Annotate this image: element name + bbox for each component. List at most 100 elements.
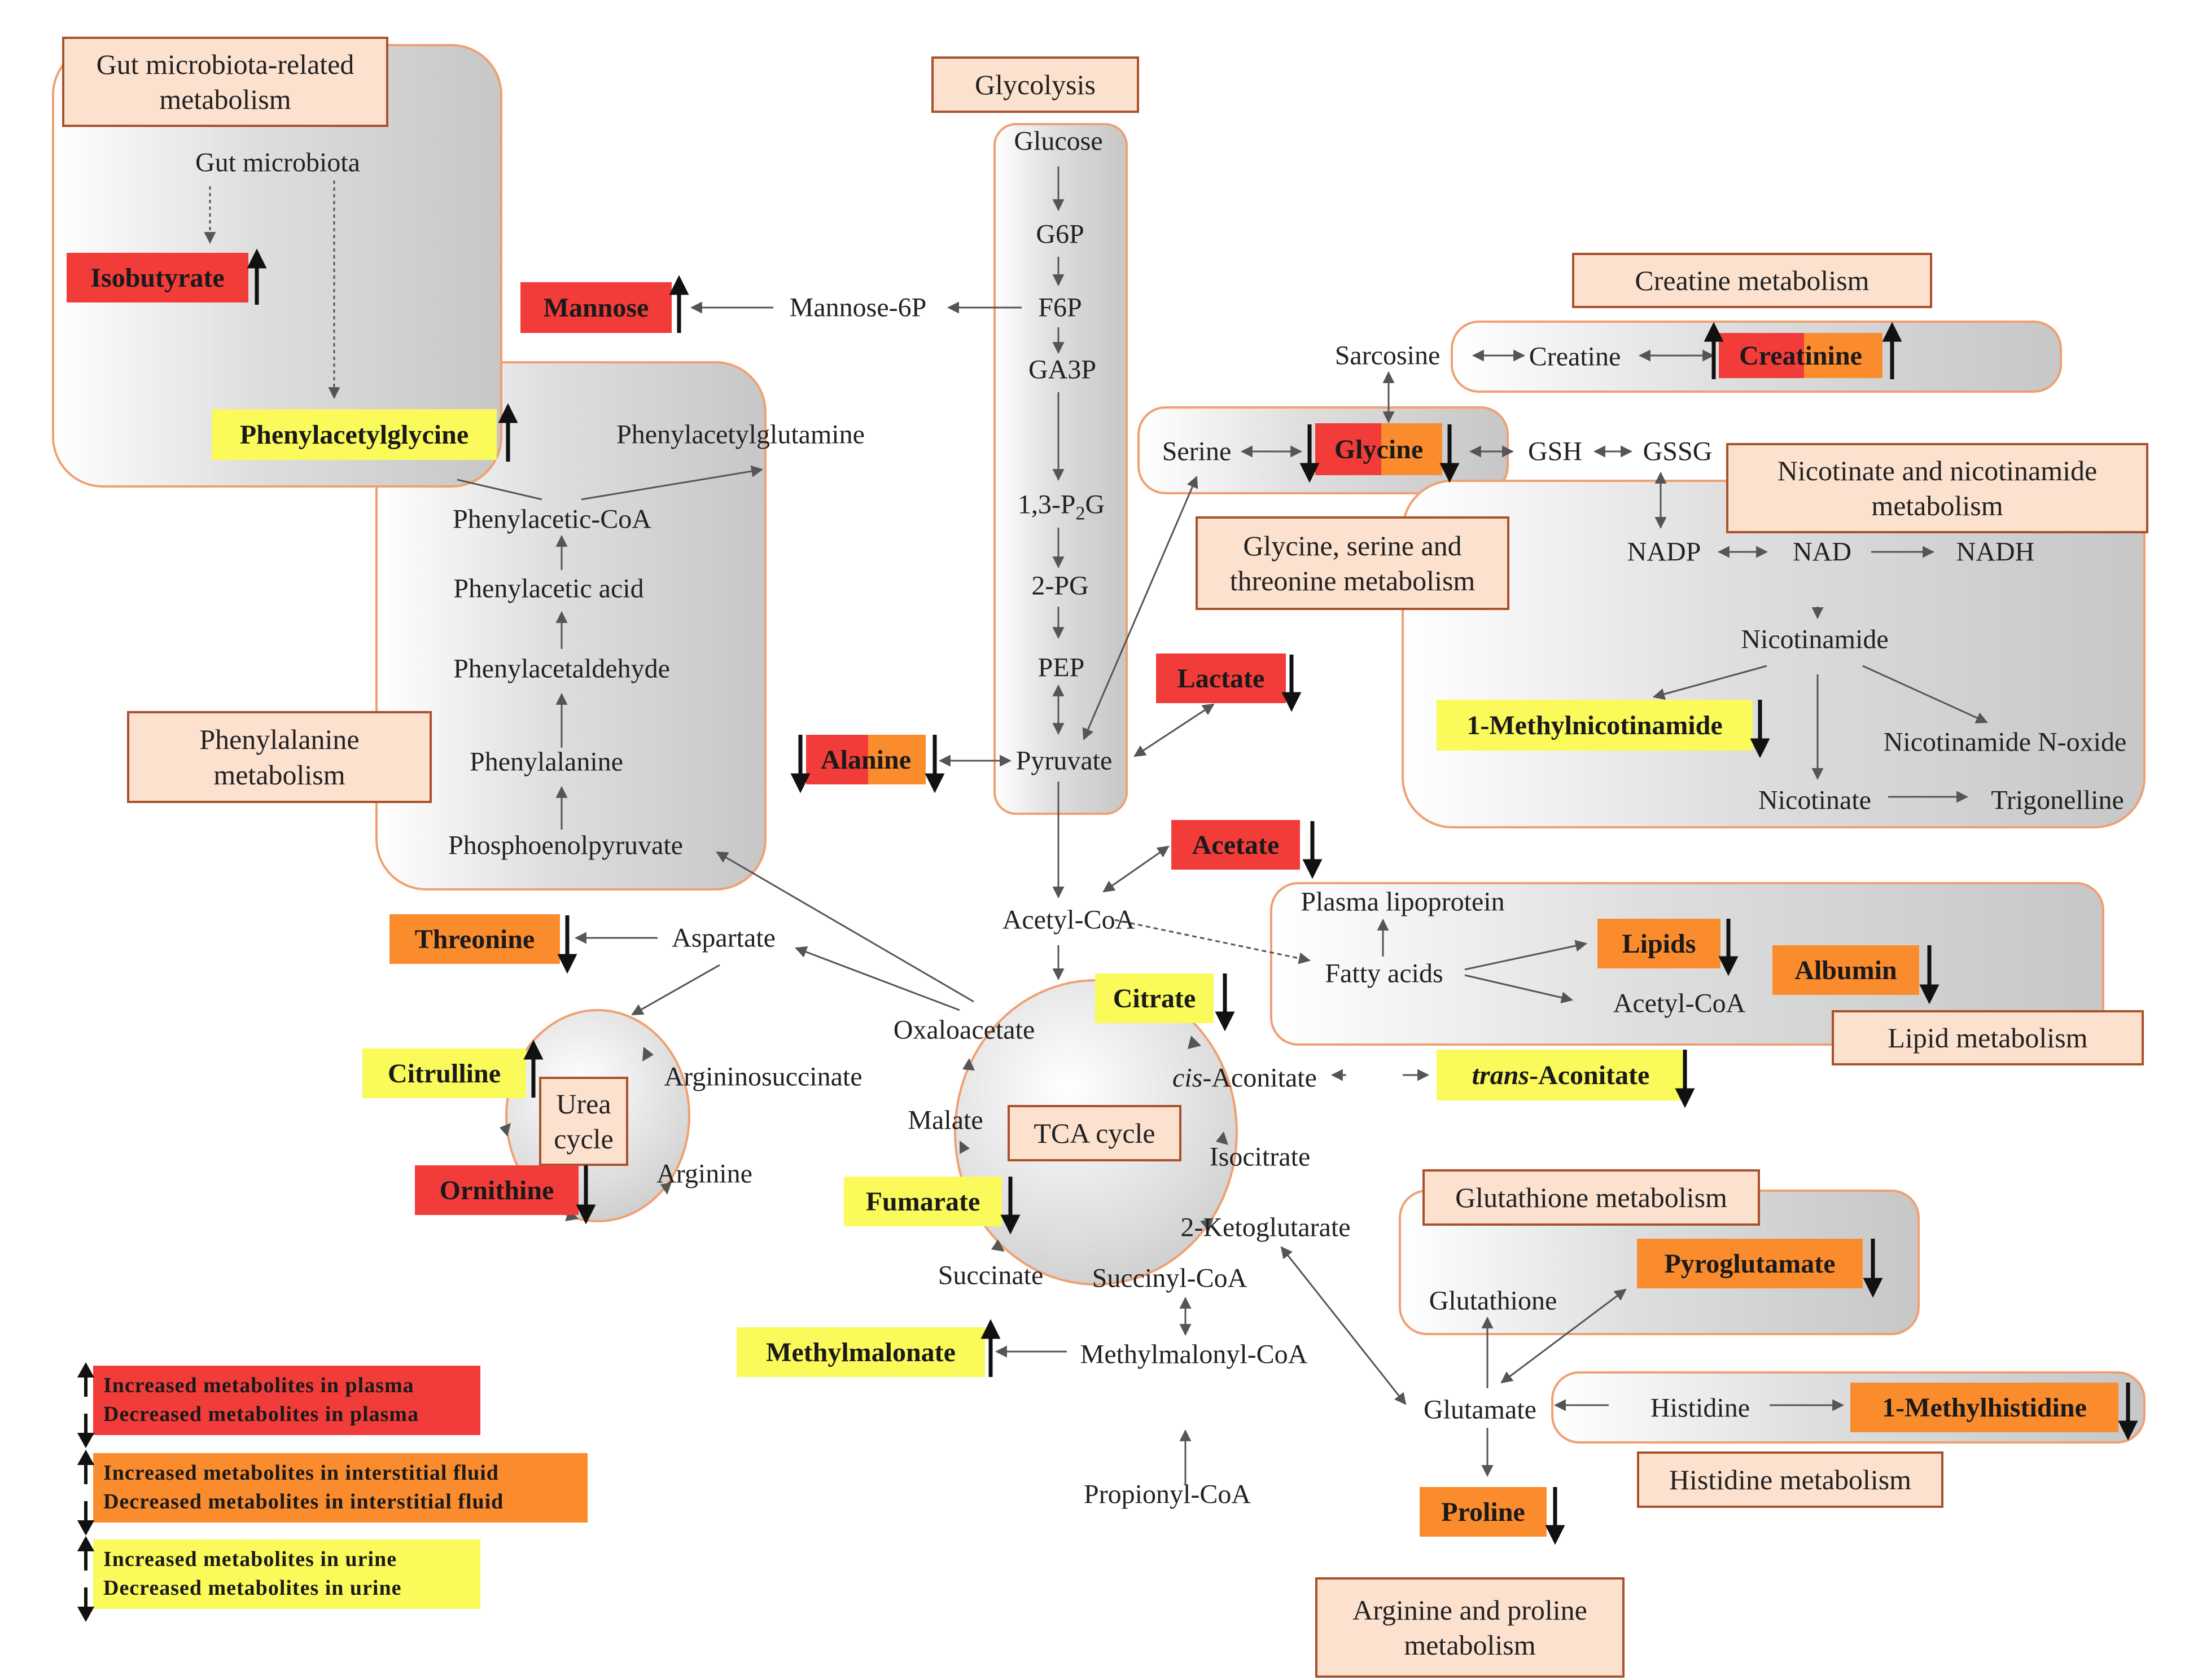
node-nicotinamide: Nicotinamide <box>1741 624 1889 655</box>
metabolite-mannose: Mannose <box>520 282 672 333</box>
glycine-part-a: Gly <box>1334 434 1377 464</box>
node-serine: Serine <box>1162 436 1232 467</box>
node-g6p: G6P <box>1036 219 1084 249</box>
node-phenylacetic-coa: Phenylacetic-CoA <box>453 504 651 534</box>
arginine-proline-header: Arginine and proline metabolism <box>1315 1577 1625 1678</box>
p2g-suffix: G <box>1085 489 1105 520</box>
node-2-ketoglutarate: 2-Ketoglutarate <box>1180 1212 1351 1243</box>
node-sarcosine: Sarcosine <box>1334 340 1441 371</box>
legend-plasma: Increased metabolites in plasma Decrease… <box>93 1366 480 1435</box>
node-fatty-acids: Fatty acids <box>1325 958 1443 989</box>
legend-interstitial-increased: Increased metabolites in interstitial fl… <box>103 1461 499 1485</box>
legend-plasma-increased: Increased metabolites in plasma <box>103 1374 414 1397</box>
node-nicotinamide-n-oxide: Nicotinamide N-oxide <box>1883 727 2127 757</box>
node-succinyl-coa: Succinyl-CoA <box>1092 1263 1247 1293</box>
node-nad: NAD <box>1793 537 1851 567</box>
node-trigonelline: Trigonelline <box>1991 785 2124 815</box>
node-f6p: F6P <box>1038 292 1082 323</box>
node-nicotinate: Nicotinate <box>1758 785 1871 815</box>
glycine-serine-threonine-header: Glycine, serine and threonine metabolism <box>1196 516 1509 610</box>
metabolite-lactate: Lactate <box>1156 653 1286 703</box>
node-isocitrate: Isocitrate <box>1209 1142 1311 1172</box>
node-phenylacetaldehyde: Phenylacetaldehyde <box>453 653 670 684</box>
node-cis-aconitate: cis-Aconitate <box>1172 1063 1317 1094</box>
node-mannose-6p: Mannose-6P <box>789 292 927 323</box>
alanine-part-b: nine <box>861 744 912 775</box>
node-propionyl-coa: Propionyl-CoA <box>1083 1479 1251 1510</box>
legend-plasma-decreased: Decreased metabolites in plasma <box>103 1402 419 1427</box>
alanine-part-a: Ala <box>820 744 861 775</box>
p2g-prefix: 1,3-P <box>1017 489 1076 520</box>
cis-suffix: -Aconitate <box>1202 1063 1317 1093</box>
node-aspartate: Aspartate <box>672 923 776 953</box>
node-phenylacetic-acid: Phenylacetic acid <box>453 573 644 604</box>
node-phosphoenolpyruvate: Phosphoenolpyruvate <box>448 830 683 861</box>
node-glucose: Glucose <box>1014 126 1103 156</box>
metabolite-1-methylnicotinamide: 1-Methylnicotinamide <box>1437 700 1753 751</box>
metabolite-threonine: Threonine <box>389 914 560 964</box>
node-glutamate: Glutamate <box>1424 1394 1536 1425</box>
metabolite-lipids: Lipids <box>1597 919 1720 968</box>
node-malate: Malate <box>908 1105 983 1135</box>
node-nadp: NADP <box>1627 537 1701 567</box>
phenylalanine-metabolism-header: Phenylalanine metabolism <box>127 711 432 803</box>
metabolite-acetate: Acetate <box>1171 820 1300 870</box>
node-acetyl-coa-lipid: Acetyl-CoA <box>1613 988 1746 1019</box>
metabolite-fumarate: Fumarate <box>844 1177 1002 1226</box>
nicotinate-panel <box>1402 480 2146 828</box>
urea-cycle-label: Urea cycle <box>539 1077 628 1166</box>
legend-urine-increased: Increased metabolites in urine <box>103 1547 397 1571</box>
node-acetyl-coa: Acetyl-CoA <box>1002 905 1135 935</box>
metabolite-isobutyrate: Isobutyrate <box>67 253 248 302</box>
legend-urine: Increased metabolites in urine Decreased… <box>93 1539 480 1609</box>
metabolite-albumin: Albumin <box>1772 945 1919 995</box>
creatinine-part-b: inine <box>1805 340 1862 371</box>
creatine-metabolism-header: Creatine metabolism <box>1572 253 1932 308</box>
node-succinate: Succinate <box>938 1260 1044 1291</box>
node-nadh: NADH <box>1956 537 2035 567</box>
node-gut-microbiota: Gut microbiota <box>195 147 360 178</box>
gut-microbiota-header: Gut microbiota-related metabolism <box>62 37 388 127</box>
legend-interstitial-decreased: Decreased metabolites in interstitial fl… <box>103 1490 504 1514</box>
cis-prefix: cis <box>1172 1063 1203 1093</box>
node-arginine: Arginine <box>656 1159 752 1189</box>
lipid-metabolism-header: Lipid metabolism <box>1832 1010 2144 1065</box>
p2g-subscript: 2 <box>1075 503 1085 524</box>
trans-prefix: trans <box>1472 1060 1530 1090</box>
metabolite-ornithine: Ornithine <box>415 1165 579 1215</box>
metabolite-pyroglutamate: Pyroglutamate <box>1637 1239 1863 1288</box>
histidine-metabolism-header: Histidine metabolism <box>1637 1451 1943 1508</box>
node-1-3-p2g: 1,3-P2G <box>1018 489 1105 525</box>
node-oxaloacetate: Oxaloacetate <box>893 1015 1035 1045</box>
node-ga3p: GA3P <box>1028 354 1097 385</box>
node-gssg: GSSG <box>1643 436 1713 467</box>
legend-urine-decreased: Decreased metabolites in urine <box>103 1576 402 1600</box>
legend-interstitial: Increased metabolites in interstitial fl… <box>93 1453 588 1523</box>
node-methylmalonyl-coa: Methylmalonyl-CoA <box>1080 1339 1308 1370</box>
node-gsh: GSH <box>1527 436 1583 467</box>
node-pep: PEP <box>1037 652 1085 683</box>
node-creatine: Creatine <box>1529 341 1621 372</box>
node-pyruvate: Pyruvate <box>1015 745 1113 776</box>
metabolite-citrate: Citrate <box>1095 973 1214 1023</box>
creatinine-part-a: Creat <box>1739 340 1805 371</box>
tca-cycle-label: TCA cycle <box>1008 1105 1181 1161</box>
metabolite-1-methylhistidine: 1-Methylhistidine <box>1850 1383 2118 1432</box>
glutathione-metabolism-header: Glutathione metabolism <box>1422 1169 1760 1226</box>
node-phenylacetylglutamine: Phenylacetylglutamine <box>616 419 865 450</box>
glycolysis-header: Glycolysis <box>931 56 1139 113</box>
metabolite-phenylacetylglycine: Phenylacetylglycine <box>212 409 497 460</box>
glycine-part-b: cine <box>1376 434 1424 464</box>
nicotinate-metabolism-header: Nicotinate and nicotinamide metabolism <box>1726 443 2148 533</box>
node-argininosuccinate: Argininosuccinate <box>664 1061 863 1092</box>
metabolite-citrulline: Citrulline <box>362 1049 526 1098</box>
node-2-pg: 2-PG <box>1031 571 1089 601</box>
node-glutathione: Glutathione <box>1429 1286 1557 1316</box>
metabolite-trans-aconitate: trans-Aconitate <box>1437 1050 1685 1100</box>
node-plasma-lipoprotein: Plasma lipoprotein <box>1301 887 1505 917</box>
node-phenylalanine: Phenylalanine <box>470 747 623 777</box>
